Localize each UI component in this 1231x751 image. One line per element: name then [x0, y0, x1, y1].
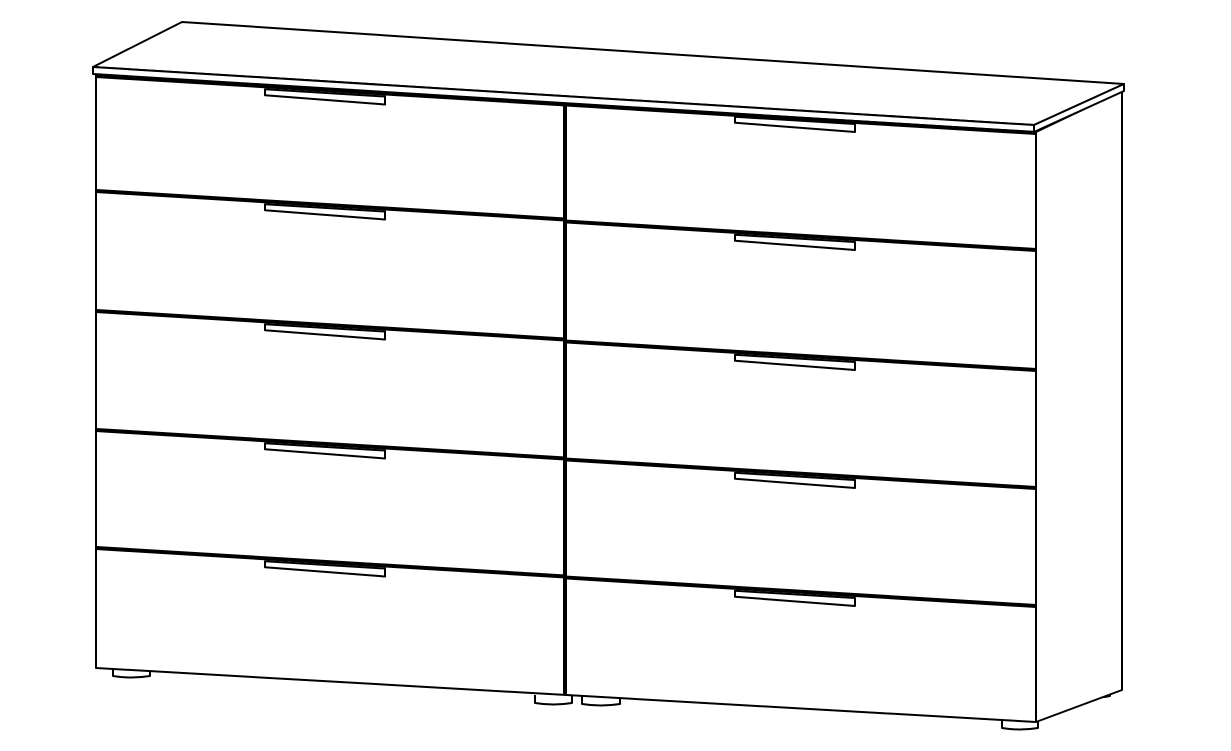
drawer-gap-right [566, 339, 1037, 372]
drawer-handle [264, 88, 386, 106]
drawer-gap-right [566, 575, 1037, 608]
drawer-handle [264, 203, 386, 221]
drawer-handle [734, 115, 856, 134]
drawer-gap-right [566, 219, 1037, 252]
side-panel [1035, 90, 1123, 723]
foot [534, 695, 573, 706]
drawer-handle [264, 442, 386, 460]
drawer-gap-left [95, 428, 564, 461]
drawer-gap-left [95, 309, 564, 342]
drawer-handle [264, 323, 386, 341]
drawer-handle [734, 353, 856, 372]
drawer-gap-left [95, 189, 564, 222]
drawer-gap-right [566, 457, 1037, 490]
drawer-handle [734, 233, 856, 252]
drawer-handle [264, 560, 386, 578]
drawer-gap-left [95, 546, 564, 579]
drawer-handle [734, 589, 856, 608]
drawer-handle [734, 471, 856, 490]
